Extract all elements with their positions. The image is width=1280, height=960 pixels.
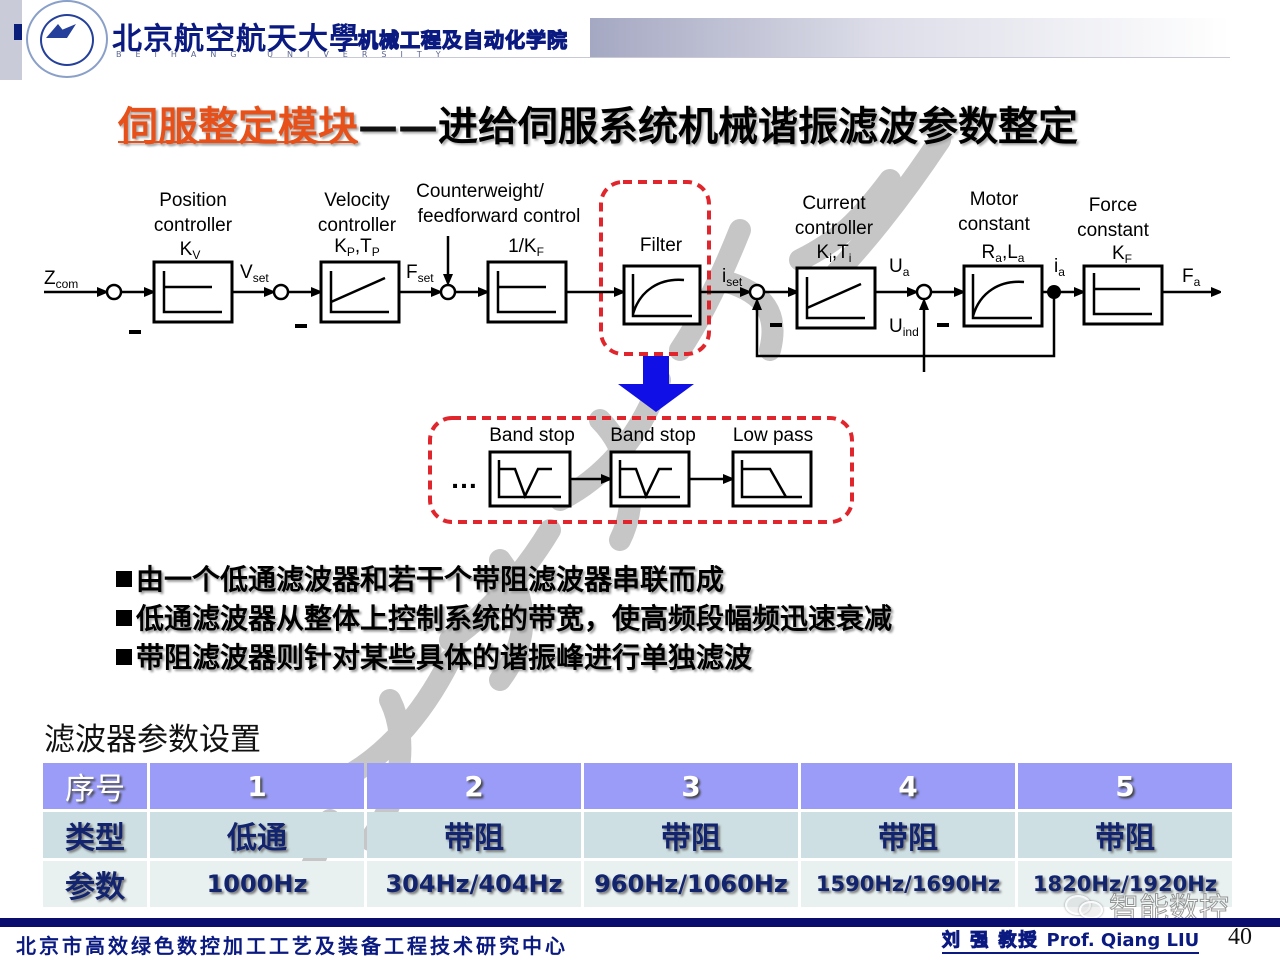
- label-current-param: Ki,Ti: [817, 242, 852, 265]
- title-separator: ——: [358, 104, 438, 150]
- minus-sign-current: [770, 323, 782, 327]
- table-cell: 304Hz/404Hz: [367, 861, 581, 907]
- sum-junction-position: [105, 283, 123, 301]
- table-cell: 4: [801, 763, 1015, 809]
- sum-junction-feedforward: [439, 283, 457, 301]
- label-inverse-kf: 1/KF: [508, 236, 544, 259]
- header-left-mark: [14, 24, 22, 40]
- label-motor-line2: constant: [958, 214, 1031, 235]
- label-current-line2: controller: [795, 218, 874, 239]
- sum-junction-voltage: [915, 283, 933, 301]
- table-cell: 5: [1018, 763, 1232, 809]
- department-name: 机械工程及自动化学院: [357, 27, 568, 52]
- sum-junction-current: [748, 283, 766, 301]
- table-cell: 带阻: [367, 812, 581, 858]
- table-cell: 1590Hz/1690Hz: [801, 861, 1015, 907]
- signal-u-ind: Uind: [889, 316, 919, 339]
- table-cell: 2: [367, 763, 581, 809]
- label-current-line1: Current: [802, 193, 866, 214]
- minus-sign-velocity: [295, 324, 307, 328]
- label-filter: Filter: [640, 235, 683, 256]
- minus-sign-position: [129, 330, 141, 334]
- filter-parameter-table: 序号 1 2 3 4 5 类型 低通 带阻 带阻 带阻 带阻 参数 1000Hz…: [40, 760, 1235, 910]
- table-cell: 1820Hz/1920Hz: [1018, 861, 1232, 907]
- label-counterweight-line1: Counterweight/: [416, 181, 545, 202]
- header-gradient-bar: [590, 18, 1230, 58]
- label-position-param: KV: [180, 239, 201, 262]
- filter-highlight-outline: [599, 180, 711, 356]
- page-title: 伺服整定模块——进给伺服系统机械谐振滤波参数整定: [118, 94, 1078, 152]
- table-row-parameters: 参数 1000Hz 304Hz/404Hz 960Hz/1060Hz 1590H…: [43, 861, 1232, 907]
- title-highlight: 伺服整定模块: [118, 104, 358, 150]
- bullet-list: 由一个低通滤波器和若干个带阻滤波器串联而成 低通滤波器从整体上控制系统的带宽，使…: [116, 560, 892, 677]
- block-motor-constant: [962, 264, 1044, 328]
- label-velocity-line1: Velocity: [324, 190, 390, 211]
- university-seal-logo: [26, 0, 108, 78]
- label-motor-line1: Motor: [970, 189, 1019, 210]
- label-position-line1: Position: [159, 190, 227, 211]
- table-cell: 低通: [150, 812, 364, 858]
- minus-sign-voltage: [937, 323, 949, 327]
- table-cell: 1000Hz: [150, 861, 364, 907]
- signal-u-a: Ua: [889, 256, 910, 279]
- table-caption: 滤波器参数设置: [44, 722, 261, 758]
- signal-f-set: Fset: [406, 262, 434, 285]
- signal-f-a: Fa: [1182, 266, 1201, 289]
- label-position-line2: controller: [154, 215, 233, 236]
- table-row-index: 序号 1 2 3 4 5: [43, 763, 1232, 809]
- university-name-cn: 北京航空航天大學: [112, 22, 360, 57]
- label-motor-param: Ra,La: [982, 242, 1025, 265]
- label-low-pass: Low pass: [733, 425, 813, 446]
- table-cell: 带阻: [1018, 812, 1232, 858]
- filter-chain-ellipsis: …: [450, 463, 478, 494]
- bullet-item: 带阻滤波器则针对某些具体的谐振峰进行单独滤波: [116, 638, 892, 677]
- table-row-type: 类型 低通 带阻 带阻 带阻 带阻: [43, 812, 1232, 858]
- signal-i-a: ia: [1054, 256, 1065, 279]
- expand-arrow-icon: [618, 356, 694, 412]
- label-force-line1: Force: [1089, 195, 1138, 216]
- bullet-item: 由一个低通滤波器和若干个带阻滤波器串联而成: [116, 560, 892, 599]
- label-band-stop-1: Band stop: [489, 425, 575, 446]
- label-counterweight-line2: feedforward control: [418, 206, 581, 227]
- row-header: 参数: [43, 861, 147, 907]
- footer-bar: [0, 918, 1280, 927]
- wechat-icon: [1065, 891, 1105, 921]
- table-cell: 带阻: [801, 812, 1015, 858]
- label-force-line2: constant: [1077, 220, 1150, 241]
- label-force-param: KF: [1112, 243, 1132, 266]
- label-velocity-line2: controller: [318, 215, 397, 236]
- university-name-en: BEIHANG UNIVERSITY: [116, 50, 455, 59]
- header-left-strip: [0, 0, 22, 80]
- filter-chain-outline: [428, 416, 854, 524]
- table-cell: 1: [150, 763, 364, 809]
- label-band-stop-2: Band stop: [610, 425, 696, 446]
- footer-center-name: 北京市高效绿色数控加工工艺及装备工程技术研究中心: [16, 934, 568, 958]
- page-number: 40: [1228, 924, 1252, 950]
- branch-point: [1047, 285, 1061, 299]
- table-cell: 960Hz/1060Hz: [584, 861, 798, 907]
- bullet-item: 低通滤波器从整体上控制系统的带宽，使高频段幅频迅速衰减: [116, 599, 892, 638]
- table-cell: 3: [584, 763, 798, 809]
- row-header: 类型: [43, 812, 147, 858]
- block-filter: [622, 264, 702, 326]
- signal-v-set: Vset: [240, 262, 269, 285]
- title-rest: 进给伺服系统机械谐振滤波参数整定: [438, 104, 1078, 150]
- table-cell: 带阻: [584, 812, 798, 858]
- sum-junction-velocity: [272, 283, 290, 301]
- signal-i-set: iset: [722, 266, 743, 289]
- header-divider: [270, 57, 1230, 58]
- label-velocity-param: KP,TP: [334, 236, 380, 259]
- signal-z-com: Zcom: [44, 268, 78, 291]
- block-force-constant: [1082, 264, 1164, 326]
- row-header: 序号: [43, 763, 147, 809]
